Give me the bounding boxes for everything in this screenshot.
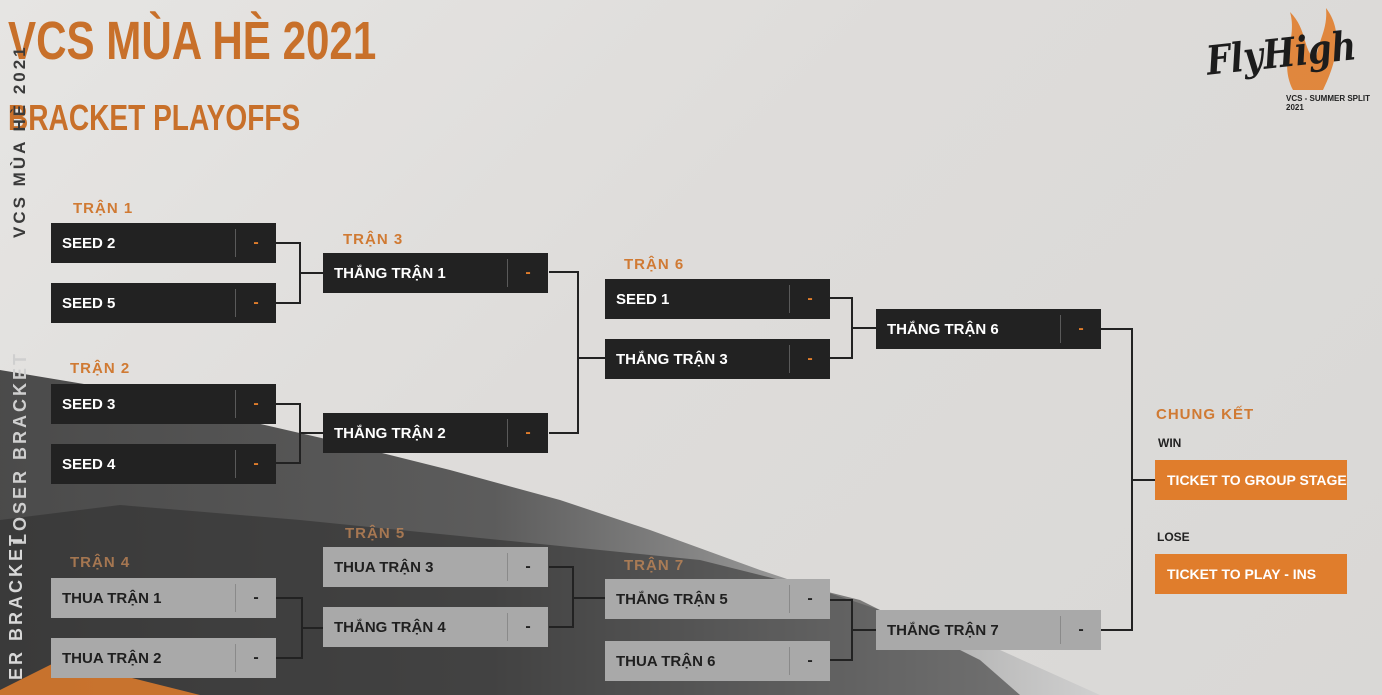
team-name: THẮNG TRẬN 2 [334,424,446,442]
round-label-r7: TRẬN 7 [624,557,685,574]
team-score: - [525,558,531,575]
match-slot[interactable]: THẮNG TRẬN 3 - [605,339,830,379]
divider [235,390,236,418]
team-score: - [807,290,813,307]
team-score: - [525,618,531,635]
round-label-r5: TRẬN 5 [345,525,406,542]
match-slot[interactable]: SEED 2 - [51,223,276,263]
team-name: THUA TRẬN 6 [616,652,716,670]
divider [235,229,236,257]
divider [235,289,236,317]
team-name: SEED 4 [62,455,116,473]
page-subtitle: BRACKET PLAYOFFS [8,97,301,138]
team-score: - [1078,621,1084,638]
team-score: - [253,395,259,412]
divider [507,613,508,641]
divider [235,584,236,612]
ticket-group-stage[interactable]: TICKET TO GROUP STAGE [1155,460,1347,500]
match-slot[interactable]: THẮNG TRẬN 5 - [605,579,830,619]
round-label-r6: TRẬN 6 [624,256,685,273]
page-title: VCS MÙA HÈ 2021 [8,11,377,71]
team-name: THẮNG TRẬN 7 [887,621,999,639]
round-label-r4: TRẬN 4 [70,554,131,571]
team-name: SEED 5 [62,294,116,312]
team-score: - [525,424,531,441]
lose-label: LOSE [1157,530,1190,544]
divider [235,450,236,478]
divider [789,585,790,613]
match-slot[interactable]: THẮNG TRẬN 6 - [876,309,1101,349]
team-score: - [807,590,813,607]
match-slot[interactable]: SEED 1 - [605,279,830,319]
match-slot[interactable]: THẮNG TRẬN 4 - [323,607,548,647]
divider [789,647,790,675]
match-slot[interactable]: THUA TRẬN 6 - [605,641,830,681]
team-name: THẮNG TRẬN 3 [616,350,728,368]
team-name: SEED 2 [62,234,116,252]
team-name: THUA TRẬN 2 [62,649,162,667]
flame-icon [1287,8,1337,90]
divider [1060,315,1061,343]
ticket-play-ins[interactable]: TICKET TO PLAY - INS [1155,554,1347,594]
team-score: - [1078,320,1084,337]
team-name: THẮNG TRẬN 6 [887,320,999,338]
team-score: - [253,589,259,606]
team-name: THUA TRẬN 3 [334,558,434,576]
team-score: - [807,652,813,669]
team-name: THUA TRẬN 1 [62,589,162,607]
match-slot[interactable]: SEED 5 - [51,283,276,323]
logo-subtext: VCS - SUMMER SPLIT 2021 [1286,94,1371,112]
team-score: - [253,234,259,251]
round-label-r1: TRẬN 1 [73,200,134,217]
match-slot[interactable]: THUA TRẬN 3 - [323,547,548,587]
final-title: CHUNG KẾT [1156,406,1255,423]
team-name: SEED 1 [616,290,670,308]
divider [235,644,236,672]
fly-high-logo: FlyHigh VCS - SUMMER SPLIT 2021 [1198,0,1378,115]
divider [507,553,508,581]
match-slot[interactable]: THẮNG TRẬN 1 - [323,253,548,293]
side-label-upper: VCS MÙA HÈ 2021 [10,44,29,238]
divider [1060,616,1061,644]
team-score: - [253,455,259,472]
round-label-r3: TRẬN 3 [343,231,404,248]
divider [789,345,790,373]
divider [789,285,790,313]
match-slot[interactable]: THUA TRẬN 2 - [51,638,276,678]
match-slot[interactable]: SEED 3 - [51,384,276,424]
side-label-loser-bracket-repeat: ER BRACKET [6,531,26,680]
team-score: - [807,350,813,367]
match-slot[interactable]: THẮNG TRẬN 7 - [876,610,1101,650]
team-name: THẮNG TRẬN 1 [334,264,446,282]
team-name: THẮNG TRẬN 4 [334,618,446,636]
divider [507,259,508,287]
team-score: - [253,294,259,311]
match-slot[interactable]: SEED 4 - [51,444,276,484]
team-score: - [525,264,531,281]
match-slot[interactable]: THẮNG TRẬN 2 - [323,413,548,453]
match-slot[interactable]: THUA TRẬN 1 - [51,578,276,618]
win-label: WIN [1158,436,1182,450]
team-name: SEED 3 [62,395,116,413]
team-score: - [253,649,259,666]
side-label-loser-bracket: LOSER BRACKET [10,350,30,545]
team-name: THẮNG TRẬN 5 [616,590,728,608]
round-label-r2: TRẬN 2 [70,360,131,377]
divider [507,419,508,447]
